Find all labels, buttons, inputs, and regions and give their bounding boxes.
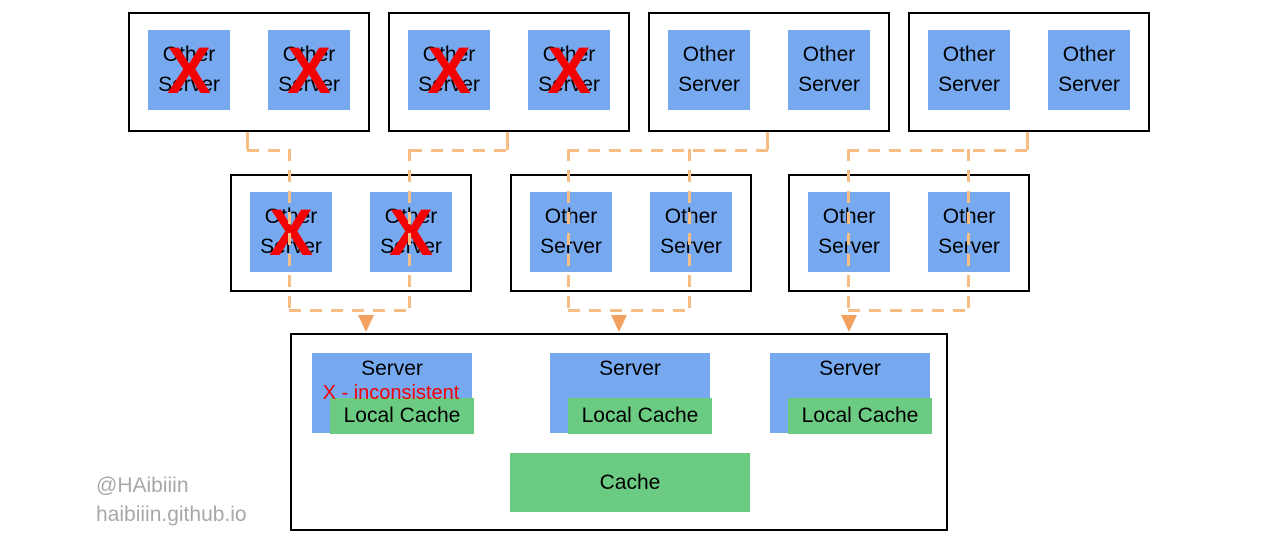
connector-stub	[1026, 132, 1029, 150]
down-arrow-icon	[611, 315, 627, 332]
other-server-box: Other Server	[788, 30, 870, 110]
local-cache-box: Local Cache	[788, 398, 932, 434]
dashed-connector	[288, 149, 291, 311]
shared-cache-box: Cache	[510, 453, 750, 512]
other-server-label: Other Server	[278, 43, 340, 96]
dashed-connector	[247, 149, 291, 152]
dashed-connector	[568, 309, 690, 312]
other-server-label: Other Server	[380, 205, 442, 258]
dashed-connector	[847, 149, 1028, 152]
local-cache-box: Local Cache	[568, 398, 712, 434]
watermark-handle: @HAibiiin	[96, 474, 189, 497]
relay-group-1: Other Server X Other Server X	[230, 174, 472, 292]
local-cache-label: Local Cache	[343, 404, 461, 427]
inconsistent-note: X - inconsistent	[322, 382, 460, 404]
other-server-label: Other Server	[260, 205, 322, 258]
peer-group-4: Other Server Other Server	[908, 12, 1150, 132]
other-server-box: Other Server X	[268, 30, 350, 110]
connector-stub	[766, 132, 769, 150]
dashed-connector	[967, 149, 970, 311]
dashed-connector	[408, 149, 411, 311]
dashed-connector	[567, 149, 768, 152]
dashed-connector	[289, 309, 411, 312]
connector-stub	[506, 132, 509, 150]
other-server-box: Other Server	[530, 192, 612, 272]
other-server-box: Other Server	[1048, 30, 1130, 110]
local-cache-label: Local Cache	[581, 404, 699, 427]
other-server-box: Other Server	[650, 192, 732, 272]
server-label: Server	[599, 357, 661, 380]
down-arrow-icon	[358, 315, 374, 332]
other-server-box: Other Server X	[250, 192, 332, 272]
other-server-box: Other Server X	[408, 30, 490, 110]
relay-group-3: Other Server Other Server	[788, 174, 1030, 292]
other-server-box: Other Server X	[370, 192, 452, 272]
other-server-box: Other Server	[668, 30, 750, 110]
other-server-box: Other Server X	[148, 30, 230, 110]
watermark-url: haibiiin.github.io	[96, 503, 247, 526]
other-server-label: Other Server	[540, 205, 602, 258]
watermark: @HAibiiin haibiiin.github.io	[96, 471, 247, 529]
local-cache-label: Local Cache	[801, 404, 919, 427]
dashed-connector	[567, 149, 570, 311]
local-cache-box: Local Cache	[330, 398, 474, 434]
dashed-connector	[848, 309, 969, 312]
other-server-label: Other Server	[158, 43, 220, 96]
dashed-connector	[688, 149, 691, 311]
other-server-label: Other Server	[418, 43, 480, 96]
relay-group-2: Other Server Other Server	[510, 174, 752, 292]
other-server-label: Other Server	[1058, 43, 1120, 96]
other-server-label: Other Server	[938, 43, 1000, 96]
server-label: Server	[361, 357, 423, 380]
dashed-connector	[410, 149, 508, 152]
down-arrow-icon	[841, 315, 857, 332]
other-server-label: Other Server	[538, 43, 600, 96]
shared-cache-label: Cache	[599, 470, 661, 494]
peer-group-3: Other Server Other Server	[648, 12, 890, 132]
other-server-box: Other Server X	[528, 30, 610, 110]
peer-group-1: Other Server X Other Server X	[128, 12, 370, 132]
connector-stub	[246, 132, 249, 150]
peer-group-2: Other Server X Other Server X	[388, 12, 630, 132]
other-server-label: Other Server	[660, 205, 722, 258]
other-server-label: Other Server	[678, 43, 740, 96]
other-server-box: Other Server	[928, 30, 1010, 110]
dashed-connector	[847, 149, 850, 311]
server-label: Server	[819, 357, 881, 380]
other-server-label: Other Server	[798, 43, 860, 96]
